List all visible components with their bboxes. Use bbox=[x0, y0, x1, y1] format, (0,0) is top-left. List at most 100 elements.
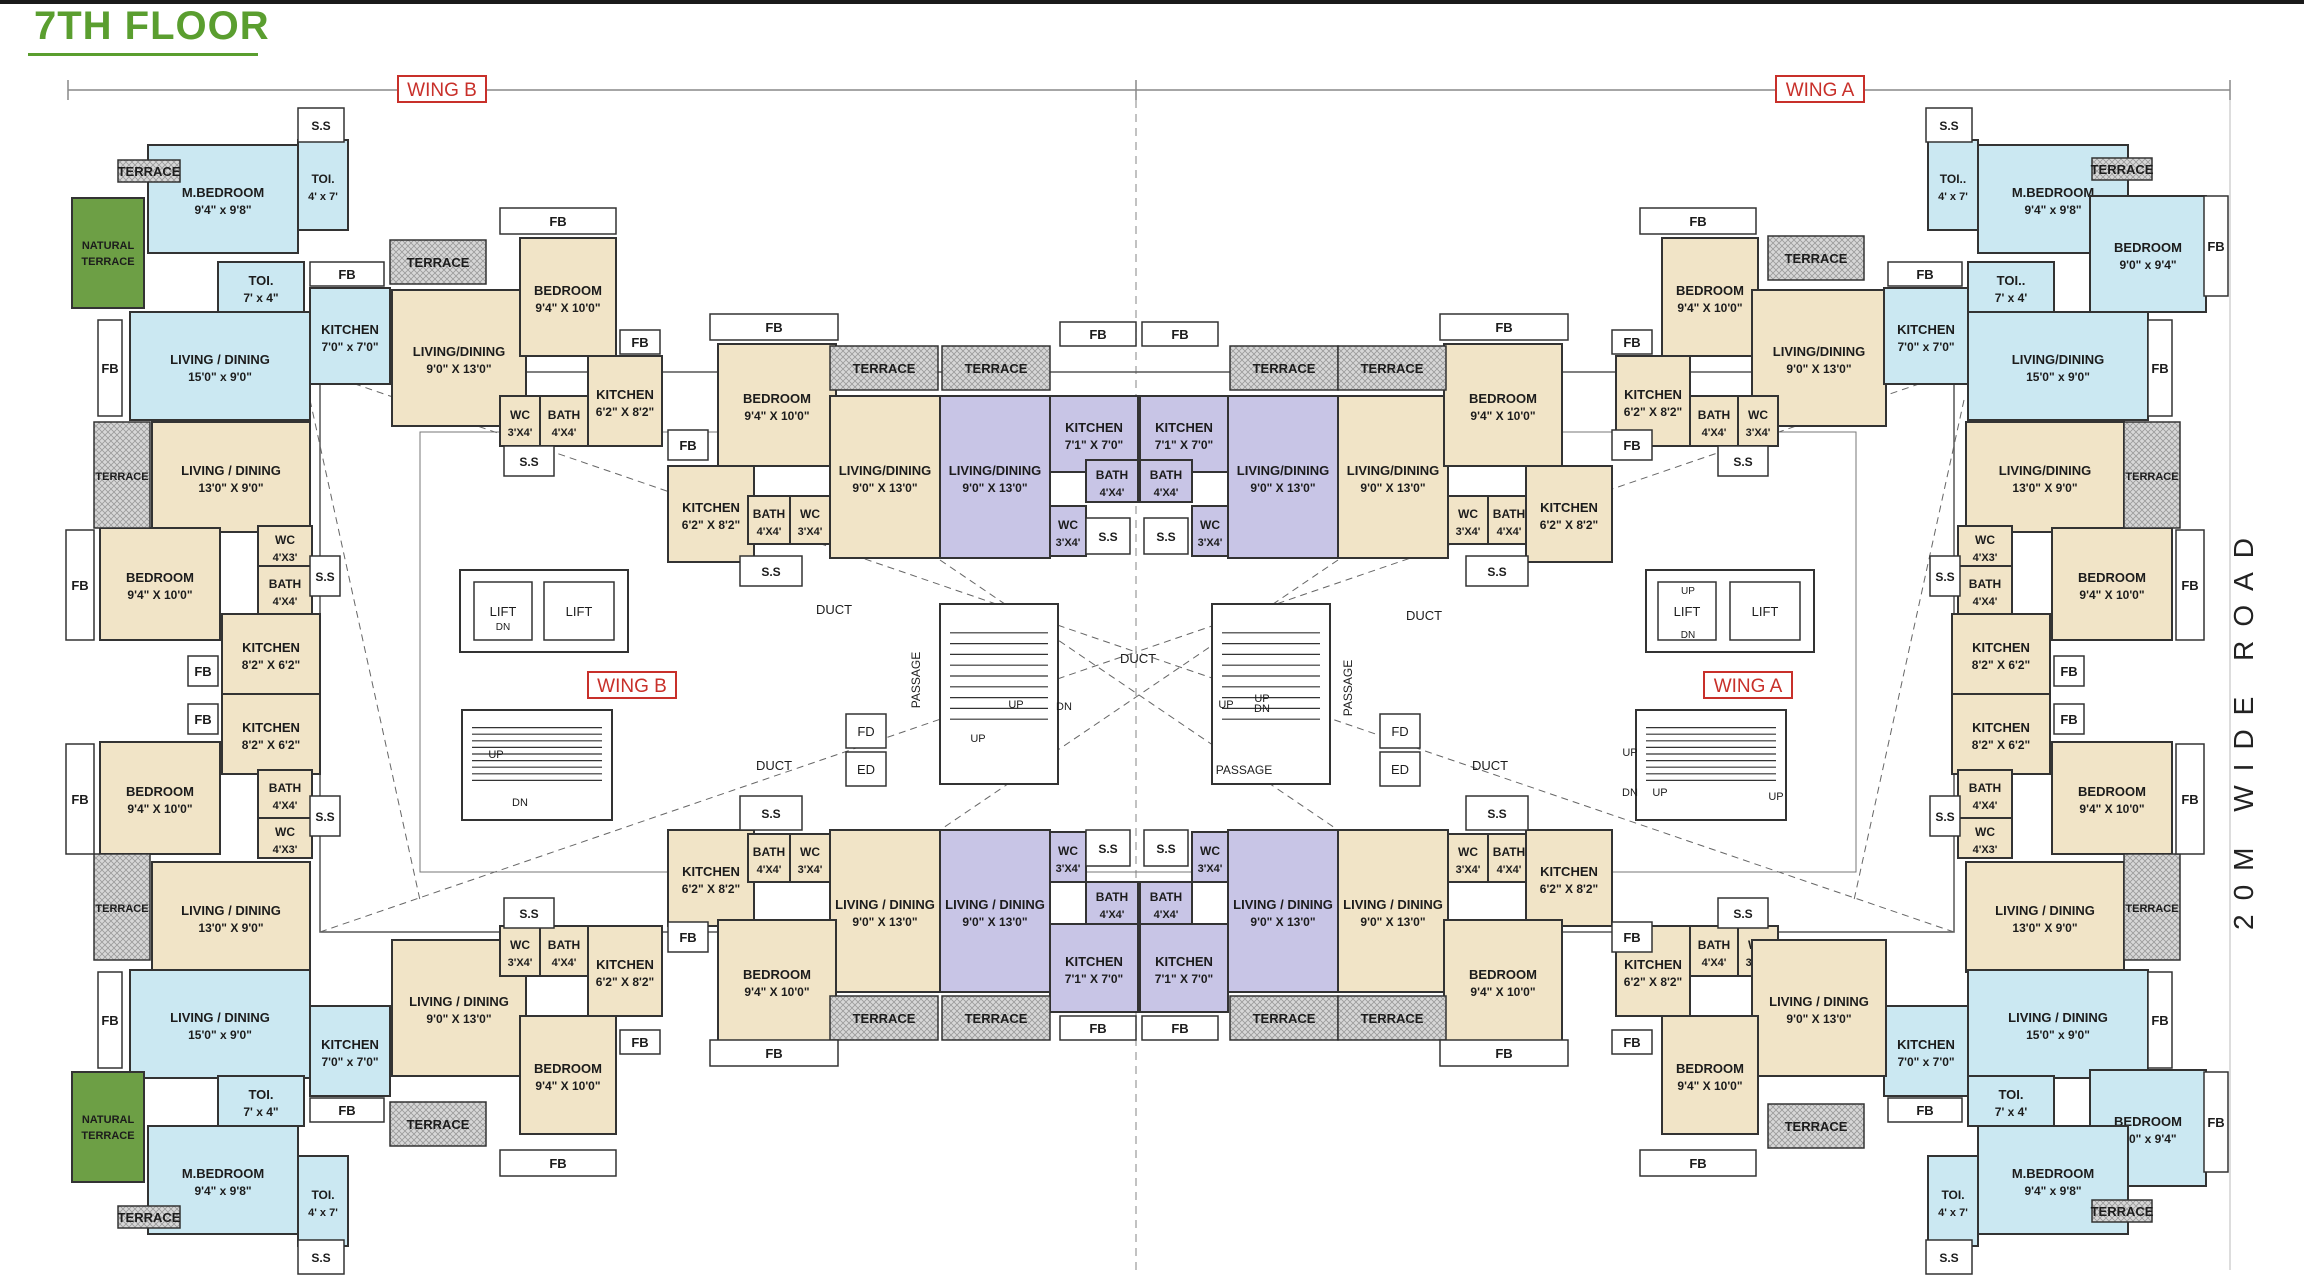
passage-label-1: PASSAGE bbox=[1341, 660, 1355, 716]
duct-label-4: DUCT bbox=[1406, 608, 1442, 623]
fb-label-1: FB bbox=[765, 320, 782, 335]
room-b-l-bed1 bbox=[99, 527, 221, 641]
stair-core bbox=[1635, 709, 1787, 821]
room-name-a-r-wc1: WC bbox=[1975, 533, 1995, 547]
fb-box-16 bbox=[187, 655, 219, 687]
fb-label-12: FB bbox=[71, 578, 88, 593]
room-dim-b-bl-mbed: 9'4" x 9'8" bbox=[194, 1184, 251, 1198]
fb-label-26: FB bbox=[1089, 327, 1106, 342]
room-dim-b-lu-liv: 9'0" X 13'0" bbox=[426, 1012, 491, 1026]
room-dim-b-tu-kit: 6'2" X 8'2" bbox=[596, 405, 654, 419]
room-name-b-lc-bath: BATH bbox=[753, 845, 785, 859]
room-dim-a-r-bath1: 4'X4' bbox=[1973, 596, 1998, 608]
room-name-b-lu-bath: BATH bbox=[548, 938, 580, 952]
fb-label-8: FB bbox=[101, 361, 118, 376]
terrace-15 bbox=[1229, 995, 1339, 1041]
room-name-a-r-kit1: KITCHEN bbox=[1972, 640, 2030, 655]
room-dim-a-lc-liv: 9'0" X 13'0" bbox=[1360, 915, 1425, 929]
room-name-b-tu-kit: KITCHEN bbox=[596, 387, 654, 402]
room-name-a-vb-bath: BATH bbox=[1150, 890, 1182, 904]
fb-label-5: FB bbox=[1495, 320, 1512, 335]
ss-label-11: S.S bbox=[1935, 810, 1954, 824]
terrace-label-6: TERRACE bbox=[1785, 251, 1848, 266]
room-name-b-tl-toi1: TOI. bbox=[311, 172, 334, 186]
room-name-b-bl-mbed: M.BEDROOM bbox=[182, 1166, 264, 1181]
terrace-label-8: TERRACE bbox=[95, 471, 148, 483]
terrace-label-15: TERRACE bbox=[1253, 1011, 1316, 1026]
fb-label-0: FB bbox=[549, 214, 566, 229]
room-name-a-r-bed2: BEDROOM bbox=[2078, 784, 2146, 799]
room-dim-a-lu-bed: 9'4" X 10'0" bbox=[1677, 1079, 1742, 1093]
room-dim-b-tc-liv: 9'0" X 13'0" bbox=[852, 481, 917, 495]
room-dim-b-tu-bed: 9'4" X 10'0" bbox=[535, 301, 600, 315]
room-name-b-bl-toi2: TOI. bbox=[248, 1087, 273, 1102]
fire-label-1: ED bbox=[857, 762, 875, 777]
fb-box-30 bbox=[667, 429, 709, 461]
fb-label-11: FB bbox=[2207, 1115, 2224, 1130]
room-dim-b-vt-liv: 9'0" X 13'0" bbox=[962, 481, 1027, 495]
lift-up-a: UP bbox=[1681, 586, 1695, 597]
room-name-a-tu-wc: WC bbox=[1748, 408, 1768, 422]
fb-label-25: FB bbox=[1495, 1046, 1512, 1061]
room-name-b-lu-kit: KITCHEN bbox=[596, 957, 654, 972]
room-name-a-r-liv1: LIVING/DINING bbox=[1999, 463, 2091, 478]
room-dim-a-br-bed: 9'0" x 9'4" bbox=[2119, 1132, 2176, 1146]
fire-box-0 bbox=[845, 713, 887, 749]
terrace-label-1: TERRACE bbox=[407, 255, 470, 270]
room-dim-b-bl-toi2: 7' x 4" bbox=[243, 1105, 278, 1119]
fb-box-8 bbox=[97, 319, 123, 417]
stair-up-2: UP bbox=[1218, 699, 1233, 711]
room-b-lc-kit bbox=[667, 829, 755, 927]
room-name-a-lu-bath: BATH bbox=[1698, 938, 1730, 952]
room-name-b-tc-kit: KITCHEN bbox=[682, 500, 740, 515]
passage-label-0: PASSAGE bbox=[909, 652, 923, 708]
natural-terrace-label2-1: TERRACE bbox=[81, 1130, 134, 1142]
shaft-diagonal bbox=[1853, 399, 1965, 901]
ss-box-15 bbox=[1143, 829, 1189, 867]
fb-box-27 bbox=[1141, 321, 1219, 347]
room-dim-a-br-kit: 7'0" x 7'0" bbox=[1897, 1055, 1954, 1069]
fb-box-23 bbox=[709, 1039, 839, 1067]
terrace-6 bbox=[1767, 235, 1865, 281]
room-name-a-r-bath2: BATH bbox=[1969, 781, 2001, 795]
room-b-lc-bath bbox=[747, 833, 791, 883]
room-name-a-tu-liv: LIVING/DINING bbox=[1773, 344, 1865, 359]
room-dim-a-tc-kit: 6'2" X 8'2" bbox=[1540, 518, 1598, 532]
room-a-r-liv2 bbox=[1965, 861, 2125, 973]
room-dim-b-tl-mbed: 9'4" x 9'8" bbox=[194, 203, 251, 217]
room-dim-b-l-bath1: 4'X4' bbox=[273, 596, 298, 608]
fb-label-20: FB bbox=[101, 1013, 118, 1028]
room-dim-b-l-wc1: 4'X3' bbox=[273, 552, 298, 564]
fb-label-22: FB bbox=[549, 1156, 566, 1171]
room-b-lc-liv bbox=[829, 829, 941, 993]
ss-box-10 bbox=[309, 795, 341, 837]
room-dim-b-lu-bath: 4'X4' bbox=[552, 957, 577, 969]
room-dim-a-lc-wc: 3'X4' bbox=[1456, 864, 1481, 876]
fire-label-2: FD bbox=[1391, 724, 1408, 739]
room-name-a-tu-kit: KITCHEN bbox=[1624, 387, 1682, 402]
room-name-a-lc-liv: LIVING / DINING bbox=[1343, 897, 1443, 912]
room-b-tc-wc bbox=[789, 495, 831, 545]
title-underline bbox=[28, 53, 258, 56]
room-name-b-vb-liv: LIVING / DINING bbox=[945, 897, 1045, 912]
wing-tag-label-2: WING B bbox=[597, 676, 667, 697]
top-border bbox=[0, 0, 2304, 4]
room-dim-b-tc-bath: 4'X4' bbox=[757, 526, 782, 538]
ss-box-11 bbox=[1929, 795, 1961, 837]
room-dim-a-r-bed1: 9'4" X 10'0" bbox=[2079, 588, 2144, 602]
room-name-a-br-kit: KITCHEN bbox=[1897, 1037, 1955, 1052]
ss-label-7: S.S bbox=[1156, 530, 1175, 544]
room-name-b-l-liv2: LIVING / DINING bbox=[181, 903, 281, 918]
room-b-vb-bath bbox=[1085, 881, 1139, 925]
room-dim-b-tl-toi1: 4' x 7' bbox=[308, 191, 338, 203]
terrace-label-17: TERRACE bbox=[1785, 1119, 1848, 1134]
room-b-lc-wc bbox=[789, 833, 831, 883]
room-b-l-wc1 bbox=[257, 525, 313, 567]
fb-box-35 bbox=[1887, 1097, 1963, 1123]
fb-box-15 bbox=[2175, 743, 2205, 855]
fb-box-37 bbox=[1611, 921, 1653, 953]
room-dim-b-l-liv1: 13'0" X 9'0" bbox=[198, 481, 263, 495]
ss-label-2: S.S bbox=[519, 455, 538, 469]
room-dim-a-lc-kit: 6'2" X 8'2" bbox=[1540, 882, 1598, 896]
fb-box-4 bbox=[1639, 207, 1757, 235]
